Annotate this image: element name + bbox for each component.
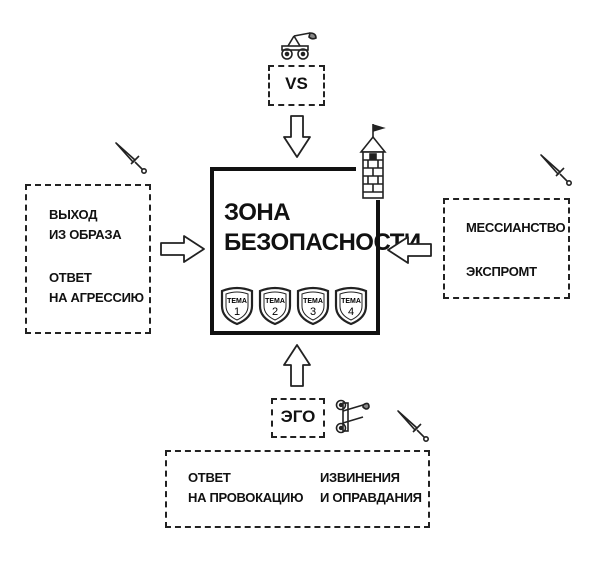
ego-box [271, 398, 325, 438]
safety-zone-box [210, 167, 380, 335]
left-item2-line2: НА АГРЕССИЮ [49, 290, 144, 305]
bottom-col2-line1: ИЗВИНЕНИЯ [320, 470, 400, 485]
shield-2-number: 2 [272, 306, 278, 318]
vs-label: VS [285, 74, 308, 93]
ego-label: ЭГО [280, 407, 316, 426]
shield-2-label: ТЕМА [265, 298, 285, 305]
arrow-left-icon [387, 236, 432, 264]
right-item2: ЭКСПРОМТ [466, 264, 537, 279]
sword-icon [397, 410, 429, 442]
topic-shield-1: ТЕМА 1 [220, 286, 254, 326]
shield-1-label: ТЕМА [227, 298, 247, 305]
sword-icon [115, 142, 147, 174]
bottom-col1-line1: ОТВЕТ [188, 470, 231, 485]
sword-icon [540, 154, 572, 186]
bottom-col1-line2: НА ПРОВОКАЦИЮ [188, 490, 304, 505]
topic-shield-3: ТЕМА 3 [296, 286, 330, 326]
left-item1-line1: ВЫХОД [49, 207, 98, 222]
castle-tower-icon [359, 124, 387, 199]
left-item1-line2: ИЗ ОБРАЗА [49, 227, 122, 242]
left-item2-line1: ОТВЕТ [49, 270, 92, 285]
shield-4-label: ТЕМА [341, 298, 361, 305]
arrow-right-icon [160, 235, 205, 263]
zone-title-line1: ЗОНА [224, 199, 291, 226]
arrow-up-icon [283, 344, 311, 387]
arrow-down-icon [283, 115, 311, 158]
vs-box [268, 65, 325, 106]
catapult-icon [281, 32, 317, 60]
shield-3-label: ТЕМА [303, 298, 323, 305]
topic-shield-2: ТЕМА 2 [258, 286, 292, 326]
catapult-icon [335, 399, 370, 434]
bottom-col2-line2: И ОПРАВДАНИЯ [320, 490, 422, 505]
shield-3-number: 3 [310, 306, 316, 318]
left-box [25, 184, 151, 334]
topic-shield-4: ТЕМА 4 [334, 286, 368, 326]
right-item1: МЕССИАНСТВО [466, 220, 566, 235]
shield-4-number: 4 [348, 306, 354, 318]
zone-title-line2: БЕЗОПАСНОСТИ [224, 229, 421, 256]
right-box [443, 198, 570, 299]
bottom-box [165, 450, 430, 528]
shield-1-number: 1 [234, 306, 240, 318]
